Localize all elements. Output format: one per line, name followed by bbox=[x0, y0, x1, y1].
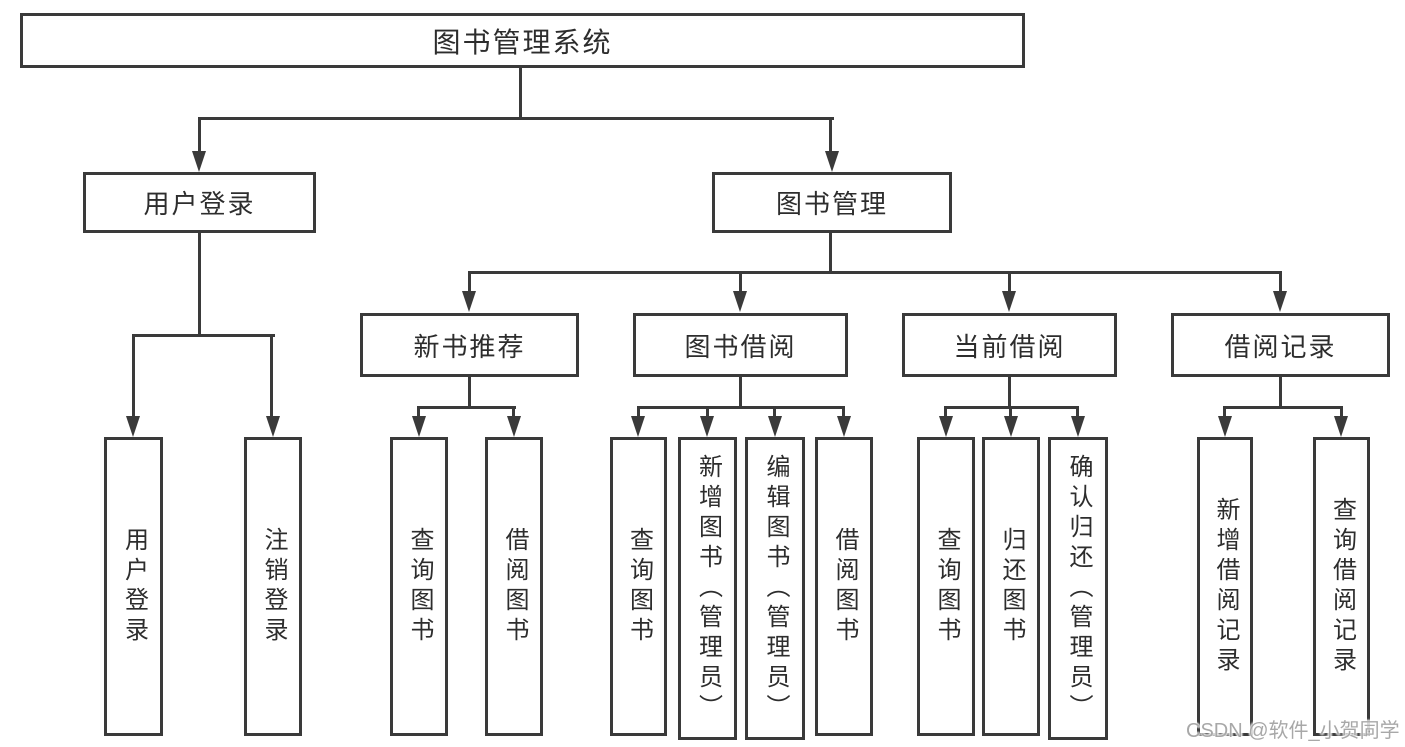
watermark: CSDN @软件_小贺同学 bbox=[1186, 720, 1400, 742]
leaf-query-borrow-record-label: 查询借阅记录 bbox=[1328, 496, 1356, 677]
connector-line bbox=[829, 117, 832, 155]
leaf-return-books: 归还图书 bbox=[982, 437, 1040, 736]
connector-line bbox=[1008, 377, 1011, 408]
node-book-management-label: 图书管理 bbox=[775, 189, 888, 219]
node-book-borrow-label: 图书借阅 bbox=[684, 331, 797, 362]
node-root-label: 图书管理系统 bbox=[432, 26, 613, 58]
leaf-edit-books-admin-label: 编辑图书（管理员） bbox=[762, 453, 789, 724]
leaf-edit-books-admin: 编辑图书（管理员） bbox=[745, 437, 805, 740]
node-book-management: 图书管理 bbox=[712, 172, 952, 233]
node-new-book-recommend-label: 新书推荐 bbox=[413, 331, 526, 362]
connector-line bbox=[1223, 406, 1343, 409]
connector-line bbox=[132, 334, 275, 337]
connector-line bbox=[842, 406, 845, 419]
leaf-query-books-borrow: 查询图书 bbox=[610, 437, 667, 736]
leaf-query-books-current-label: 查询图书 bbox=[933, 526, 960, 647]
leaf-add-borrow-record: 新增借阅记录 bbox=[1197, 437, 1253, 736]
connector-line bbox=[706, 406, 709, 419]
leaf-borrow-books-label: 借阅图书 bbox=[831, 526, 858, 647]
connector-line bbox=[468, 271, 1282, 274]
arrow-head bbox=[192, 151, 206, 172]
connector-line bbox=[417, 406, 516, 409]
arrow-head bbox=[825, 151, 839, 172]
node-new-book-recommend: 新书推荐 bbox=[360, 313, 579, 377]
leaf-user-login-label: 用户登录 bbox=[120, 526, 148, 647]
leaf-user-login: 用户登录 bbox=[104, 437, 163, 736]
connector-line bbox=[198, 233, 201, 336]
arrow-head bbox=[733, 291, 747, 312]
connector-line bbox=[773, 406, 776, 419]
connector-line bbox=[132, 334, 135, 419]
arrow-head bbox=[1004, 416, 1018, 437]
connector-line bbox=[417, 406, 420, 419]
connector-line bbox=[1279, 377, 1282, 408]
connector-line bbox=[739, 271, 742, 294]
node-borrow-records-label: 借阅记录 bbox=[1224, 331, 1337, 362]
arrow-head bbox=[1273, 291, 1287, 312]
connector-line bbox=[270, 334, 273, 419]
node-user-login-group-label: 用户登录 bbox=[143, 189, 256, 219]
leaf-add-books-admin-label: 新增图书（管理员） bbox=[694, 453, 722, 724]
leaf-borrow-books: 借阅图书 bbox=[815, 437, 873, 736]
arrow-head bbox=[768, 416, 782, 437]
leaf-confirm-return-admin-label: 确认归还（管理员） bbox=[1065, 453, 1092, 724]
connector-line bbox=[637, 406, 845, 409]
leaf-logout-label: 注销登录 bbox=[260, 526, 287, 647]
leaf-borrow-books-recommend: 借阅图书 bbox=[485, 437, 543, 736]
connector-line bbox=[198, 117, 834, 120]
connector-line bbox=[198, 117, 201, 155]
arrow-head bbox=[1334, 416, 1348, 437]
leaf-return-books-label: 归还图书 bbox=[998, 526, 1025, 647]
arrow-head bbox=[507, 416, 521, 437]
arrow-head bbox=[837, 416, 851, 437]
arrow-head bbox=[939, 416, 953, 437]
connector-line bbox=[1009, 406, 1012, 419]
leaf-query-borrow-record: 查询借阅记录 bbox=[1313, 437, 1370, 736]
node-book-borrow: 图书借阅 bbox=[633, 313, 848, 377]
arrow-head bbox=[1071, 416, 1085, 437]
leaf-add-borrow-record-label: 新增借阅记录 bbox=[1212, 496, 1239, 677]
arrow-head bbox=[412, 416, 426, 437]
connector-line bbox=[637, 406, 640, 419]
arrow-head bbox=[1002, 291, 1016, 312]
leaf-query-books-recommend: 查询图书 bbox=[390, 437, 448, 736]
arrow-head bbox=[1218, 416, 1232, 437]
connector-line bbox=[739, 377, 742, 408]
connector-line bbox=[1076, 406, 1079, 419]
arrow-head bbox=[266, 416, 280, 437]
leaf-query-books-current: 查询图书 bbox=[917, 437, 975, 736]
leaf-logout: 注销登录 bbox=[244, 437, 302, 736]
connector-line bbox=[519, 66, 522, 120]
node-current-borrow-label: 当前借阅 bbox=[953, 331, 1066, 362]
node-borrow-records: 借阅记录 bbox=[1171, 313, 1390, 377]
node-user-login-group: 用户登录 bbox=[83, 172, 316, 233]
leaf-query-books-recommend-label: 查询图书 bbox=[406, 526, 433, 647]
arrow-head bbox=[126, 416, 140, 437]
leaf-query-books-borrow-label: 查询图书 bbox=[625, 526, 653, 647]
connector-line bbox=[468, 377, 471, 408]
arrow-head bbox=[462, 291, 476, 312]
leaf-add-books-admin: 新增图书（管理员） bbox=[678, 437, 737, 740]
connector-line bbox=[944, 406, 947, 419]
arrow-head bbox=[700, 416, 714, 437]
connector-line bbox=[468, 271, 471, 294]
leaf-confirm-return-admin: 确认归还（管理员） bbox=[1048, 437, 1108, 740]
connector-line bbox=[1279, 271, 1282, 294]
connector-line bbox=[512, 406, 515, 419]
leaf-borrow-books-recommend-label: 借阅图书 bbox=[501, 526, 528, 647]
node-root: 图书管理系统 bbox=[20, 13, 1025, 68]
connector-line bbox=[1008, 271, 1011, 294]
connector-line bbox=[829, 233, 832, 274]
arrow-head bbox=[631, 416, 645, 437]
connector-line bbox=[1223, 406, 1226, 419]
connector-line bbox=[1340, 406, 1343, 419]
node-current-borrow: 当前借阅 bbox=[902, 313, 1117, 377]
